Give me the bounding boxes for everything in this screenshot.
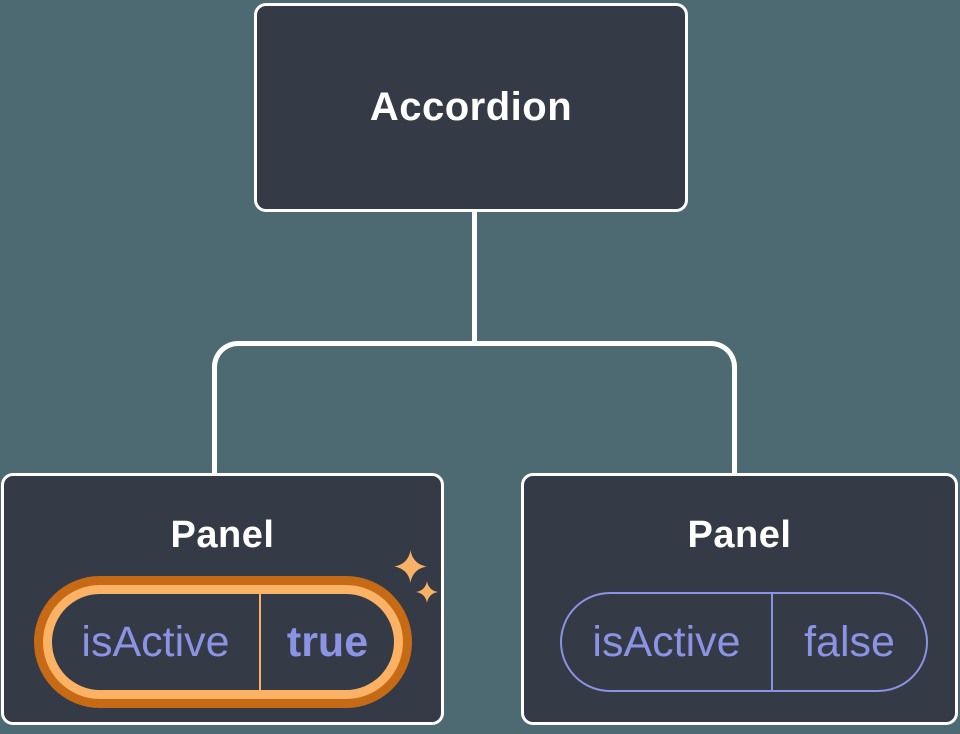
panel-right-label: Panel <box>687 514 792 556</box>
state-value: false <box>804 617 895 666</box>
sparkle-icon <box>394 550 427 583</box>
accordion-node-label: Accordion <box>369 85 573 129</box>
tree-node-panel-left: Panel isActive true <box>1 473 444 725</box>
state-name: isActive <box>81 617 230 666</box>
pill-divider <box>259 594 261 690</box>
tree-node-accordion: Accordion <box>254 3 688 212</box>
sparkle-icon <box>416 581 438 603</box>
panel-left-label: Panel <box>170 514 275 556</box>
tree-node-panel-right: Panel isActive false <box>521 473 958 725</box>
connector-stem <box>472 211 477 344</box>
connector-bracket <box>212 341 737 473</box>
state-pill-highlighted: isActive true <box>34 576 412 708</box>
state-pill: isActive false <box>560 592 928 692</box>
state-name: isActive <box>592 617 741 666</box>
state-value: true <box>286 617 369 666</box>
pill-divider <box>771 594 773 690</box>
state-pill-core: isActive true <box>52 594 394 690</box>
